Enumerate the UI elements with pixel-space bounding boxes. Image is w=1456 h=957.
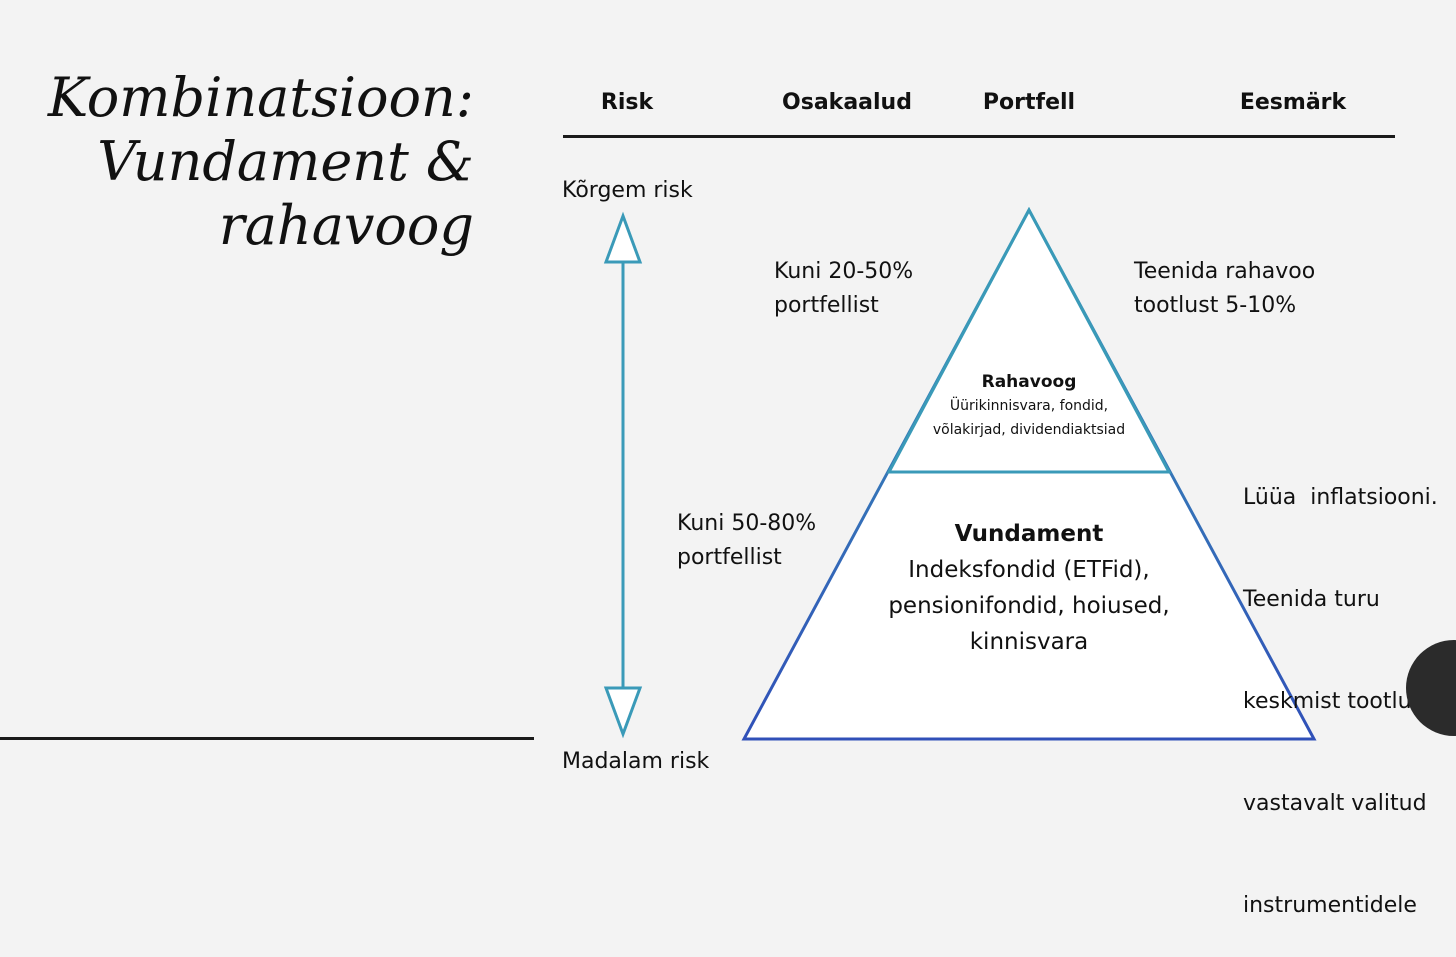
tier-cashflow: Rahavoog Üürikinnisvara, fondid, võlakir… — [933, 371, 1125, 442]
tier-foundation-title: Vundament — [954, 521, 1104, 547]
tier-cashflow-title: Rahavoog — [981, 372, 1077, 392]
tier-cashflow-line-2: võlakirjad, dividendiaktsiad — [932, 422, 1126, 438]
header-portfolio: Portfell — [982, 90, 1076, 115]
tier-foundation-line-1: Indeksfondid (ETFid), — [908, 557, 1150, 583]
goal-bottom-line-2: Teenida turu — [1243, 587, 1380, 612]
risk-arrow — [603, 211, 643, 739]
goal-bottom-line-4: vastavalt valitud — [1243, 791, 1427, 816]
pyramid-diagram — [603, 206, 1317, 741]
risk-arrow-up-head — [603, 211, 643, 264]
title-line-2: Vundament & — [97, 130, 474, 193]
title-line-3: rahavoog — [218, 194, 474, 257]
tier-cashflow-line-1: Üürikinnisvara, fondid, — [949, 398, 1109, 414]
title-line-1: Kombinatsioon: — [47, 66, 474, 129]
allocation-bottom: Kuni 50-80% portfellist — [677, 507, 816, 575]
tier-foundation: Vundament Indeksfondid (ETFid), pensioni… — [888, 516, 1169, 660]
goal-bottom-line-5: instrumentidele — [1243, 893, 1417, 918]
allocation-top-line-2: portfellist — [774, 293, 879, 318]
pyramid — [741, 206, 1317, 741]
pyramid-top-tier — [886, 206, 1172, 474]
goal-top-line-1: Teenida rahavoo — [1134, 259, 1316, 284]
goal-top: Teenida rahavoo tootlust 5-10% — [1134, 255, 1315, 323]
risk-arrow-down-head — [603, 686, 643, 739]
goal-top-line-2: tootlust 5-10% — [1134, 293, 1297, 318]
risk-low-label: Madalam risk — [562, 749, 710, 774]
tier-foundation-line-2: pensionifondid, hoiused, — [888, 593, 1170, 619]
header-allocation: Osakaalud — [782, 90, 912, 115]
goal-bottom-line-1: Lüüa inflatsiooni. — [1243, 485, 1438, 510]
tier-foundation-line-3: kinnisvara — [969, 629, 1089, 655]
slide-title: Kombinatsioon: Vundament & rahavoog — [0, 66, 474, 258]
allocation-bottom-line-2: portfellist — [677, 545, 782, 570]
header-goal: Eesmärk — [1239, 90, 1347, 115]
risk-high-label: Kõrgem risk — [562, 178, 693, 203]
allocation-top-line-1: Kuni 20-50% — [774, 259, 914, 284]
pyramid-outline — [741, 206, 1317, 741]
allocation-bottom-line-1: Kuni 50-80% — [677, 511, 817, 536]
header-divider — [563, 135, 1395, 138]
left-divider — [0, 737, 534, 740]
allocation-top: Kuni 20-50% portfellist — [774, 255, 913, 323]
header-risk: Risk — [600, 90, 654, 115]
